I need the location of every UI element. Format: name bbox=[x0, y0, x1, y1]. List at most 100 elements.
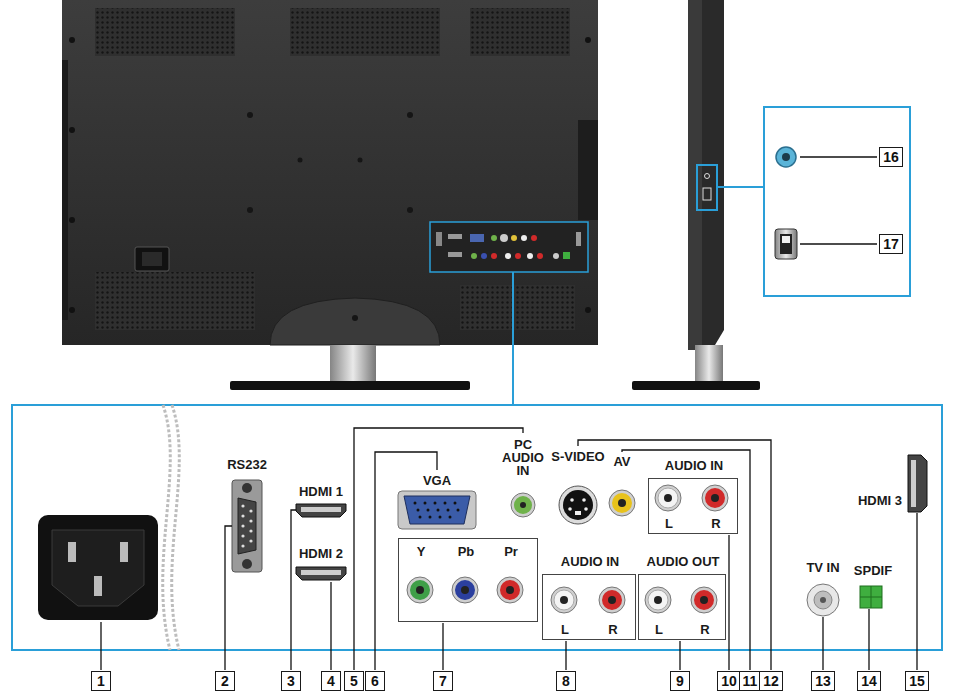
tv-back-view bbox=[247, 207, 253, 213]
tv-back-view bbox=[230, 381, 470, 390]
vga-port bbox=[424, 502, 427, 505]
callout-number: 3 bbox=[281, 671, 301, 691]
rs232-port bbox=[241, 514, 244, 517]
rca-jack bbox=[407, 485, 728, 613]
port-label: HDMI 3 bbox=[858, 494, 902, 507]
connector-panel bbox=[512, 272, 514, 405]
rca-jack bbox=[700, 596, 708, 604]
port-group-label: Pb bbox=[458, 544, 475, 559]
hdmi-port bbox=[296, 504, 346, 517]
hdmi-port bbox=[908, 455, 927, 512]
callout-number: 10 bbox=[717, 671, 741, 691]
callout-number-text: 5 bbox=[350, 673, 358, 690]
svideo-port bbox=[570, 498, 574, 502]
vga-port bbox=[454, 502, 457, 505]
rca-jack bbox=[407, 577, 433, 603]
leader-line bbox=[354, 428, 523, 670]
tv-back-view bbox=[69, 217, 75, 223]
port-group-label: R bbox=[711, 516, 720, 531]
rs232-port bbox=[242, 559, 252, 569]
port-group-label: AUDIO OUT bbox=[647, 554, 720, 569]
port-label: VGA bbox=[423, 474, 451, 487]
tv-back-view bbox=[270, 298, 440, 345]
svideo-port bbox=[568, 507, 572, 511]
tv-back-view bbox=[527, 253, 533, 259]
rca-jack bbox=[452, 577, 478, 603]
power-socket bbox=[94, 576, 102, 596]
port-label: HDMI 2 bbox=[299, 547, 343, 560]
hdmi-port bbox=[301, 507, 341, 512]
hdmi-port bbox=[296, 567, 346, 580]
tv-back-view bbox=[553, 253, 559, 259]
connector-panel bbox=[163, 405, 171, 650]
tv-back-view bbox=[491, 253, 497, 259]
tv-side-view bbox=[800, 156, 877, 158]
rca-jack bbox=[618, 499, 626, 507]
port-group-label: R bbox=[608, 622, 617, 637]
rca-jack bbox=[416, 586, 424, 594]
leader-line bbox=[442, 623, 443, 670]
tv-back-view bbox=[537, 253, 543, 259]
callout-number: 15 bbox=[905, 671, 929, 691]
rs232-port bbox=[249, 509, 252, 512]
rca-jack bbox=[612, 493, 632, 513]
rca-jack bbox=[664, 494, 672, 502]
leader-line bbox=[100, 622, 101, 670]
vga-port bbox=[444, 502, 447, 505]
tv-back-view bbox=[135, 247, 169, 271]
tv-back-view bbox=[436, 232, 442, 246]
port-label: SPDIF bbox=[854, 564, 892, 577]
port-label: RS232 bbox=[227, 458, 267, 471]
rca-jack bbox=[560, 596, 568, 604]
callout-number: 1 bbox=[91, 671, 111, 691]
tv-side-view bbox=[780, 234, 792, 254]
tv-back-view bbox=[460, 285, 575, 330]
vga-port bbox=[457, 509, 460, 512]
svideo-port bbox=[575, 511, 581, 515]
rca-jack bbox=[500, 580, 520, 600]
rs232-port bbox=[238, 498, 256, 554]
rs232-port bbox=[249, 519, 252, 522]
rs232-port bbox=[241, 524, 244, 527]
rca-jack bbox=[694, 590, 714, 610]
callout-number-text: 1 bbox=[97, 673, 105, 690]
callout-number: 4 bbox=[321, 671, 341, 691]
tv-back-view bbox=[500, 234, 508, 242]
tv-back-view bbox=[142, 252, 162, 266]
rca-jack bbox=[599, 587, 625, 613]
leader-line bbox=[622, 450, 750, 670]
tv-back-view bbox=[95, 8, 235, 56]
rs232-port bbox=[242, 483, 252, 493]
vga-port bbox=[417, 509, 420, 512]
rca-jack bbox=[645, 587, 671, 613]
port-group-frame: YPbPr bbox=[398, 538, 538, 622]
coax-port bbox=[807, 584, 839, 616]
tv-back-view bbox=[298, 158, 303, 163]
leader-line bbox=[291, 510, 296, 670]
power-socket bbox=[68, 542, 76, 562]
tv-back-view bbox=[505, 253, 511, 259]
vga-port bbox=[449, 516, 452, 519]
tv-back-view bbox=[430, 222, 588, 272]
tv-side-view bbox=[705, 174, 710, 179]
spdif-port bbox=[860, 597, 882, 598]
tv-back-view bbox=[358, 158, 363, 163]
tv-side-view bbox=[688, 0, 702, 350]
callout-number: 17 bbox=[879, 234, 903, 254]
rca-jack bbox=[711, 494, 719, 502]
callout-number: 7 bbox=[433, 671, 453, 691]
tv-back-view bbox=[352, 315, 358, 321]
vga-port bbox=[447, 509, 450, 512]
callout-number-text: 4 bbox=[327, 673, 335, 690]
port-group-frame: AUDIO INLR bbox=[542, 574, 636, 640]
vga-port bbox=[437, 509, 440, 512]
svideo-port bbox=[563, 490, 593, 520]
rca-jack bbox=[609, 490, 635, 516]
tv-back-view bbox=[511, 235, 517, 241]
callout-number-text: 14 bbox=[861, 673, 877, 690]
rca-jack bbox=[551, 587, 577, 613]
callout-number-text: 12 bbox=[763, 673, 779, 690]
tv-back-view bbox=[576, 232, 581, 246]
coax-port bbox=[807, 584, 839, 616]
